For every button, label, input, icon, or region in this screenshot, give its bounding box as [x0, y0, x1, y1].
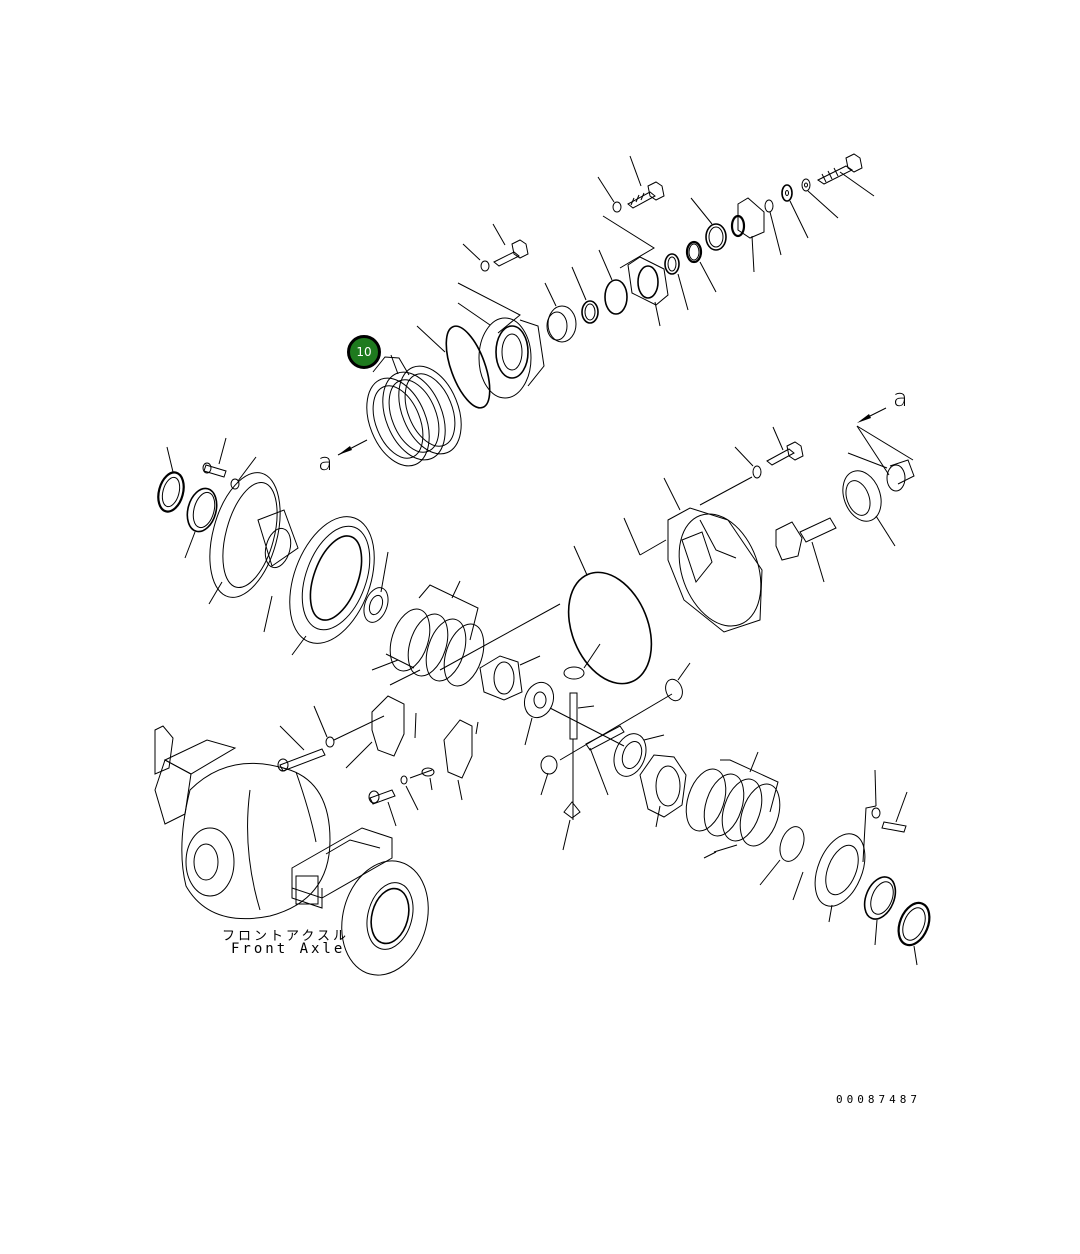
center-o-ring: [439, 545, 653, 685]
view-marker-a-left: a: [318, 448, 333, 476]
caption-japanese: フロントアクスル: [222, 929, 349, 944]
view-a-arrow-right: [856, 407, 914, 476]
top-left-bolt-group: [416, 223, 545, 409]
view-marker-a-right: a: [893, 384, 908, 412]
friction-discs-left: [371, 580, 541, 701]
axle-housing: [154, 695, 479, 976]
left-hub-group: [157, 437, 389, 656]
top-right-bolt-group: [664, 153, 875, 311]
callout-badge-10[interactable]: 10: [347, 335, 381, 369]
side-gear-group: [523, 662, 691, 851]
callout-number: 10: [356, 345, 372, 359]
top-middle-bolt-group: [544, 155, 669, 343]
friction-discs-right: [685, 751, 931, 966]
drawing-number: 00087487: [836, 1093, 921, 1106]
caption-english: Front Axle: [231, 941, 346, 957]
differential-carrier-group: [623, 426, 915, 633]
brake-disc-plates: [337, 354, 462, 467]
